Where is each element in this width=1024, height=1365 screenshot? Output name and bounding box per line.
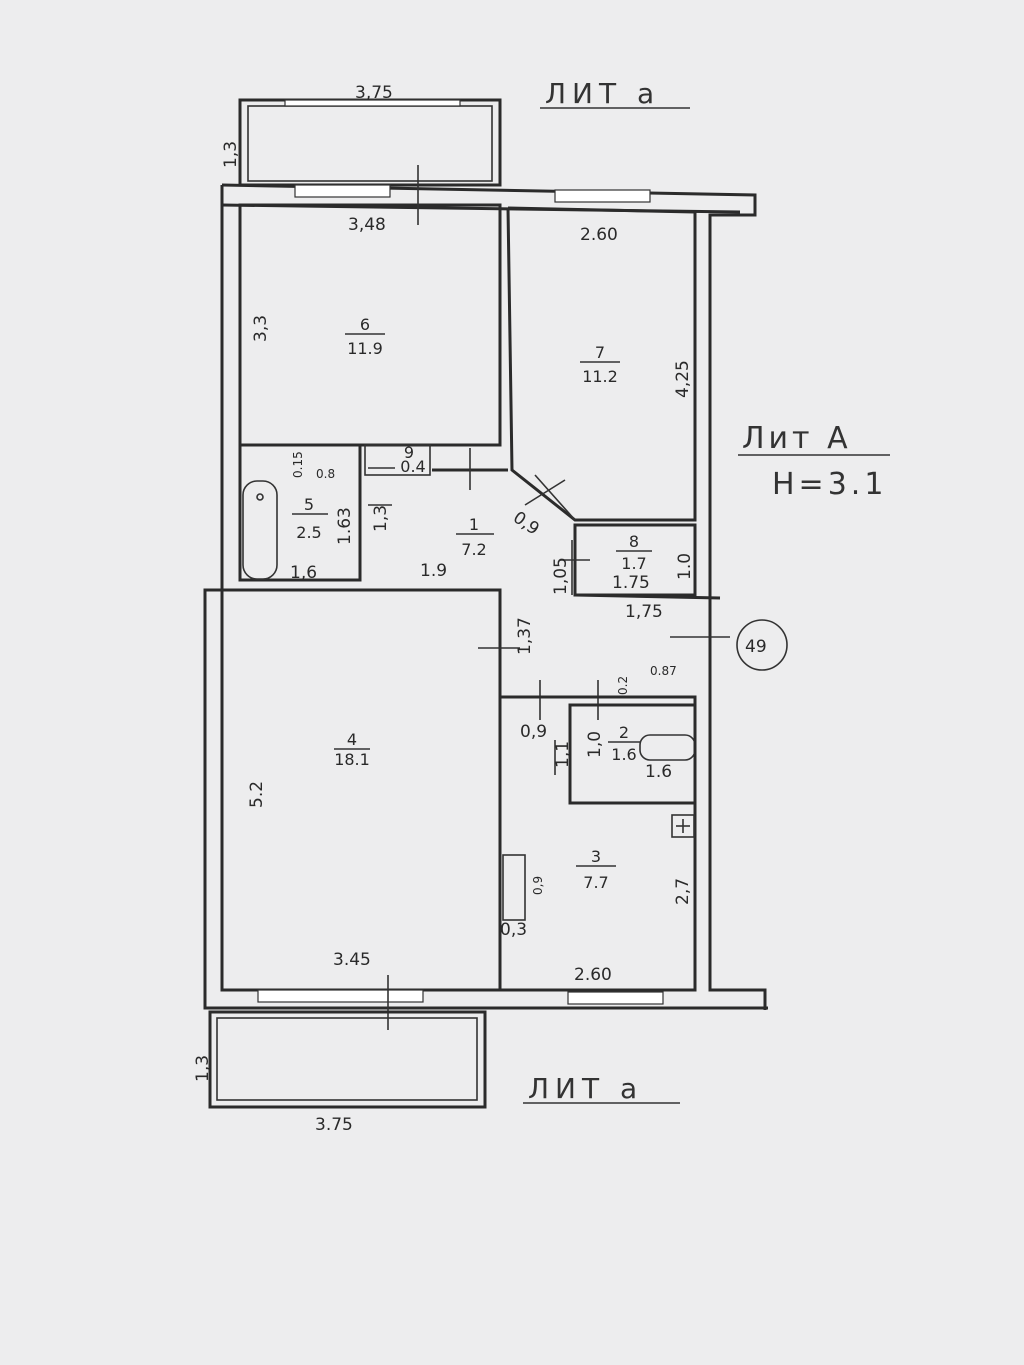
dim-r8-width: 1.75 [612,573,650,593]
balcony-bottom [208,1010,487,1109]
room-8-number: 8 [629,532,639,551]
dimension-labels: 3,75 1,3 3,48 3,3 2.60 4,25 0.15 0.8 1.6… [193,83,695,1135]
room-1-number: 1 [469,515,479,534]
room-labels: 6 11.9 7 11.2 5 2.5 9 0.4 1 7.2 8 1.7 4 … [292,315,652,892]
room-7-area: 11.2 [582,367,618,386]
dim-wc-w: 1.6 [645,762,672,782]
room-2-number: 2 [619,723,629,742]
dim-r8-height-left: 1,05 [551,557,571,595]
room-3-area: 7.7 [583,873,608,892]
room-8-area: 1.7 [621,554,646,573]
dim-r3-niche-d: 0,3 [500,920,527,940]
room-3-kitchen [498,695,697,1005]
dim-wc-small: 0.2 [616,676,630,695]
lit-bottom-label: ЛИТ а [528,1072,643,1105]
dim-balcony-bottom-depth: 1,3 [193,1055,213,1082]
room-1-area: 7.2 [461,540,486,559]
apartment-number-circle [736,619,788,671]
dim-corridor-width: 1,75 [625,602,663,622]
dim-balcony-top-width: 3,75 [355,83,393,103]
dim-balcony-bottom-width: 3.75 [315,1115,353,1135]
dim-r6-width: 3,48 [348,215,386,235]
room-9-area: 0.4 [400,457,425,476]
lit-main-label: Лит А [742,421,852,456]
dim-r6-depth: 3,3 [251,315,271,342]
dim-r8-height-right: 1.0 [675,553,695,580]
dim-wc-h1: 1,1 [553,741,573,768]
room-5-number: 5 [304,495,314,514]
dim-r7-depth: 4,25 [673,360,693,398]
bathtub-icon [242,480,278,580]
dim-r1-width: 1.9 [420,561,447,581]
dim-r3-niche: 0,9 [531,876,545,895]
dim-r3-width: 2.60 [574,965,612,985]
dim-r5-width: 1,6 [290,563,317,583]
room-7-number: 7 [595,343,605,362]
dim-r1-height: 1,3 [371,505,391,532]
room-4-area: 18.1 [334,750,370,769]
dim-wc-h2: 1,0 [585,731,605,758]
room-6-area: 11.9 [347,339,383,358]
corridor [574,593,730,638]
dim-r4-width: 3.45 [333,950,371,970]
room-9-closet [364,444,431,476]
lit-top-label: ЛИТ а [545,77,660,110]
dim-balcony-top-depth: 1,3 [221,141,241,168]
room-3-number: 3 [591,847,601,866]
dim-r7-width: 2.60 [580,225,618,245]
dim-wc-top: 0.87 [650,664,677,678]
room-7 [506,206,697,522]
dim-passage: 0,9 [520,722,547,742]
stove-icon [671,814,695,838]
dim-r4-depth: 5.2 [247,781,267,808]
window-room-3 [567,991,664,1005]
dim-corridor-h: 1,37 [515,617,535,655]
window-room-7 [554,189,651,203]
apartment-number: 49 [745,637,767,657]
room-4-number: 4 [347,730,357,749]
dim-r5-height: 1.63 [335,507,355,545]
dim-r3-depth: 2,7 [673,878,693,905]
dim-r5-width-top: 0.8 [316,467,335,481]
room-9-number: 9 [404,443,414,462]
dim-r9-small: 0.15 [291,451,305,478]
room-1-hall [358,445,576,580]
window-room-4 [257,989,424,1003]
height-label: Н=3.1 [772,467,887,502]
room-2-area: 1.6 [611,745,636,764]
room-5-area: 2.5 [296,523,321,542]
window-room-6 [294,184,391,198]
room-6-number: 6 [360,315,370,334]
